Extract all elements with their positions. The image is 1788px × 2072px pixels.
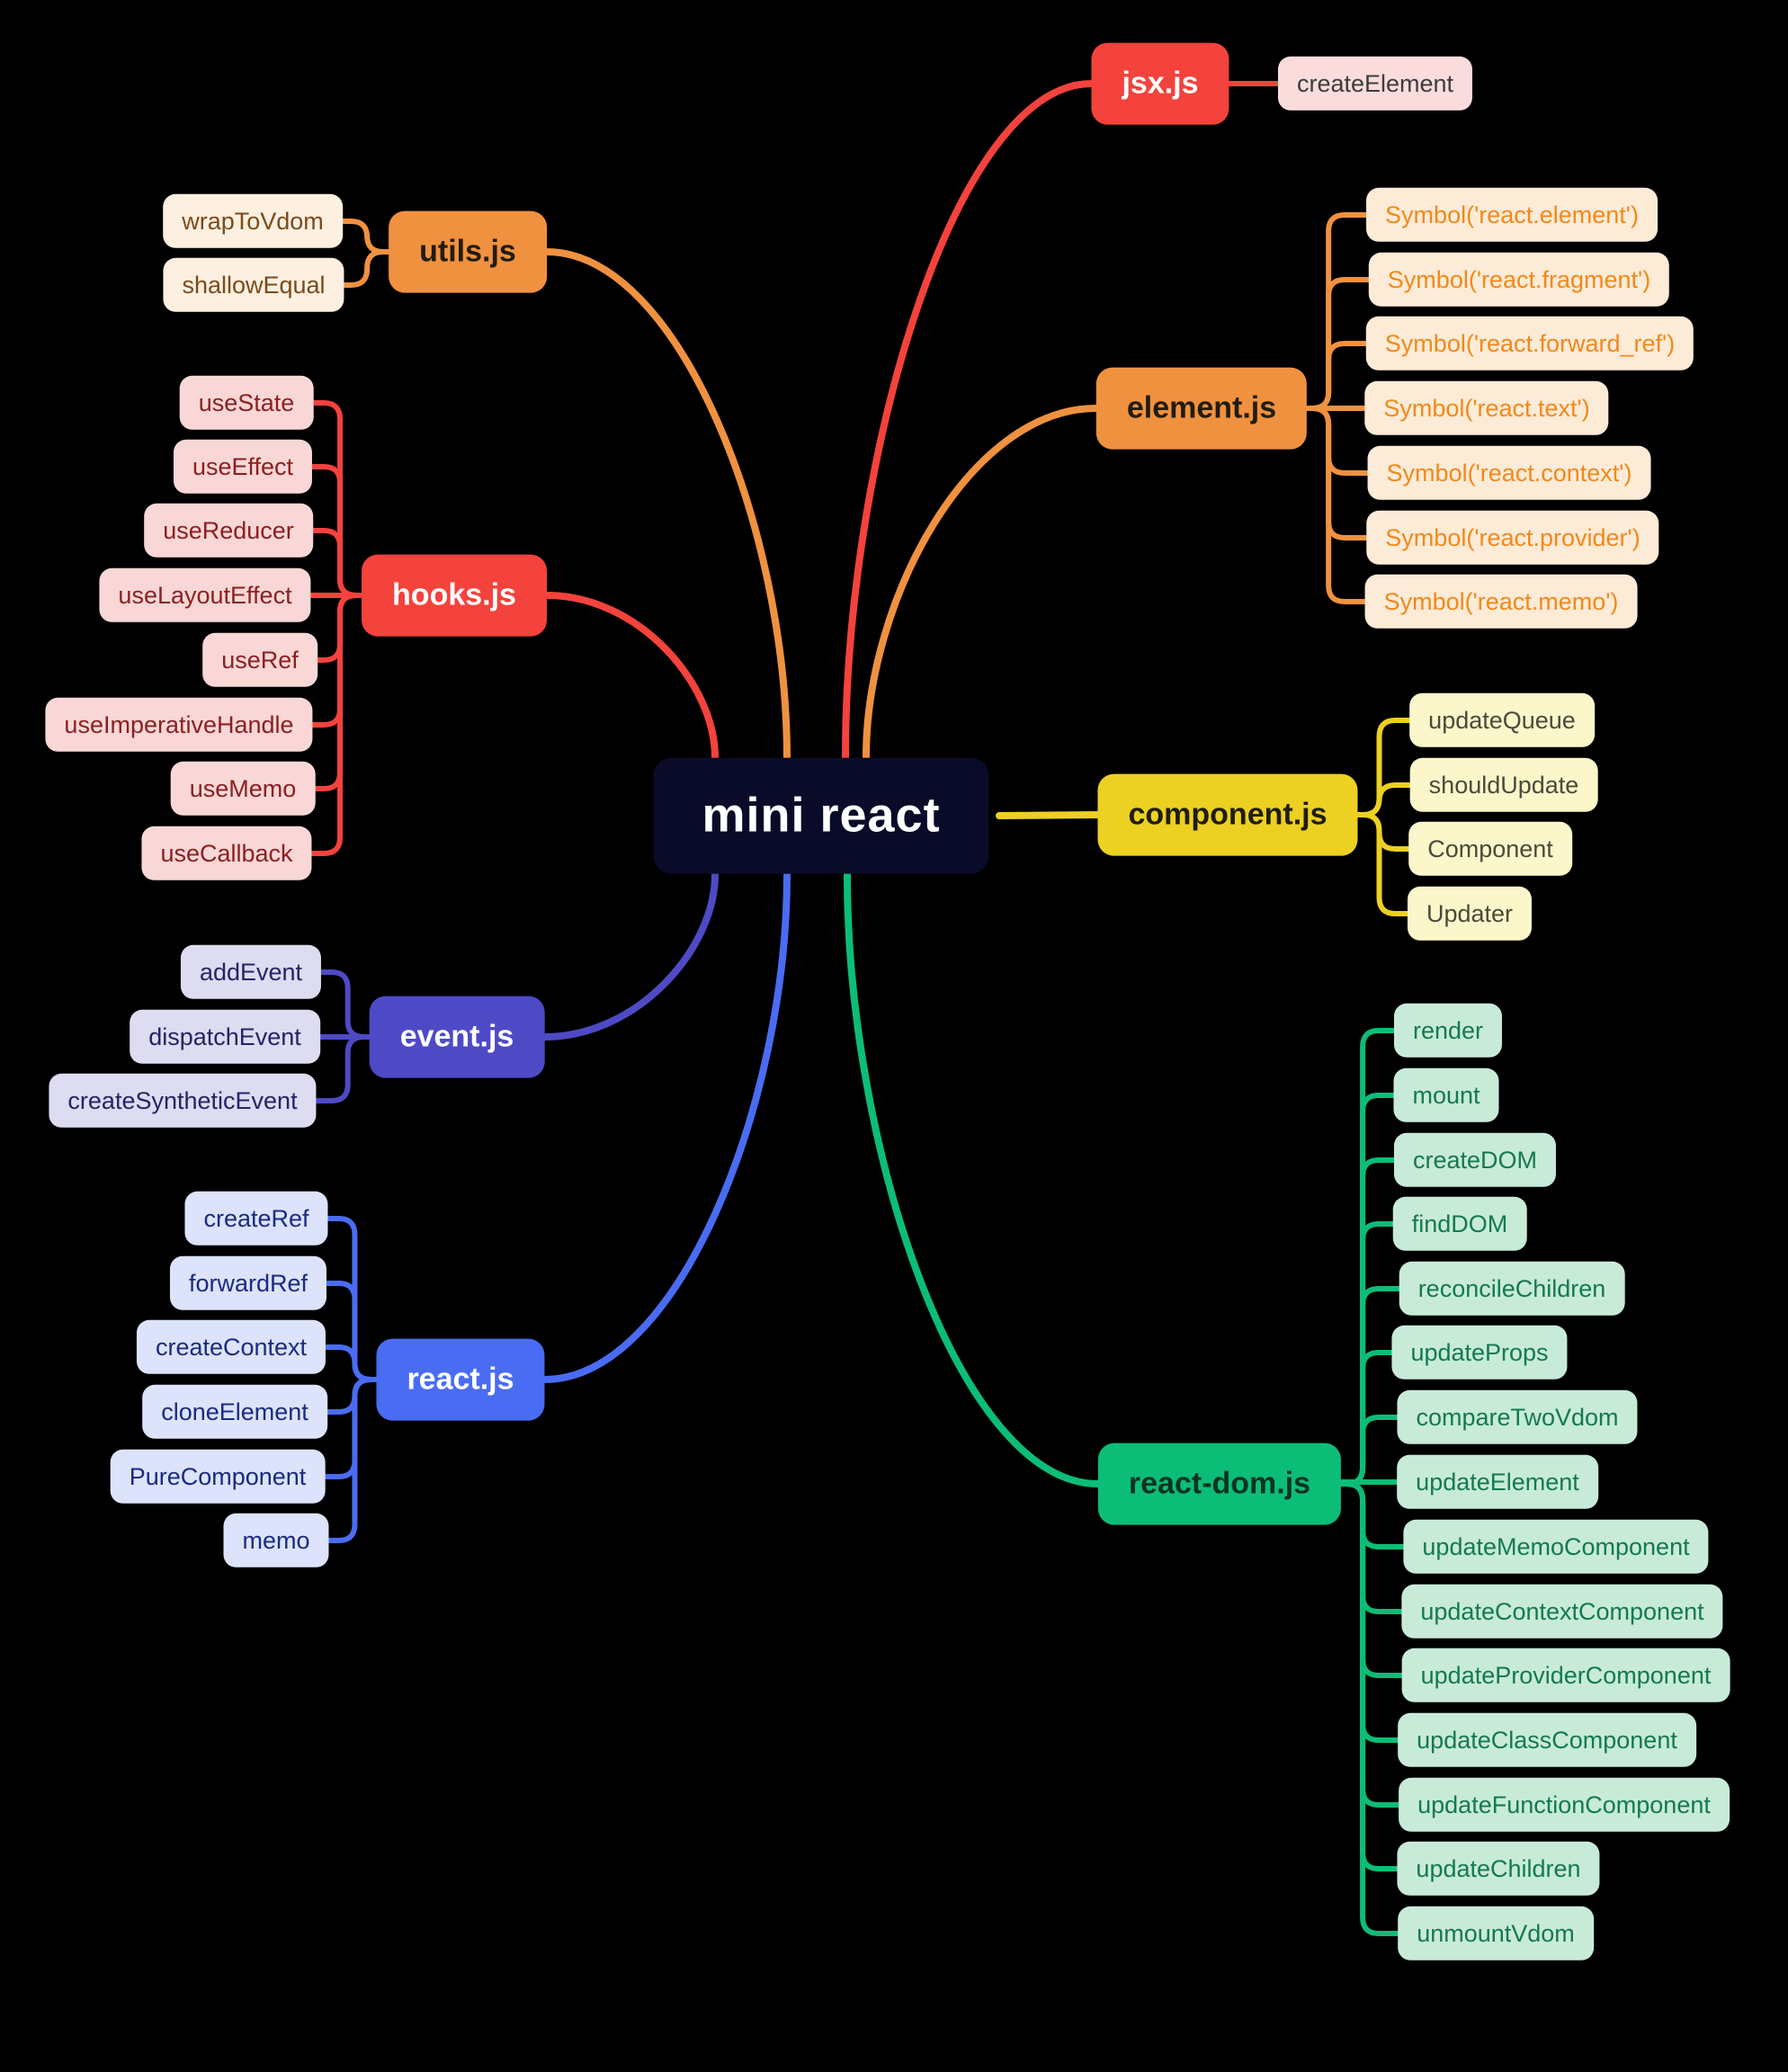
branch-node-react-js[interactable]: react.js [376,1338,545,1421]
connector [1354,812,1410,916]
child-node-cloneelement[interactable]: cloneElement [142,1384,327,1440]
child-node-updateprovidercomponent[interactable]: updateProviderComponent [1401,1648,1730,1703]
connector [318,969,372,1040]
connector [326,1377,380,1543]
connector [1338,1157,1397,1487]
connector [1354,782,1413,817]
connector [1338,1481,1402,1808]
child-node-shallowequal[interactable]: shallowEqual [163,257,344,313]
child-node-useimperativehandle[interactable]: useImperativeHandle [45,697,313,753]
connector [1304,406,1371,476]
connector [1338,1415,1400,1487]
connector [1338,1286,1402,1487]
connector [996,811,1102,819]
child-node-symbol-react-memo[interactable]: Symbol('react.memo') [1364,574,1638,630]
connector [1304,212,1370,411]
branch-node-utils-js[interactable]: utils.js [389,210,547,293]
branch-node-react-dom-js[interactable]: react-dom.js [1097,1442,1342,1525]
child-node-useeffect[interactable]: useEffect [173,439,313,495]
connector [863,405,1100,761]
child-node-addevent[interactable]: addEvent [180,944,322,1000]
connector [1354,812,1412,852]
child-node-wraptovdom[interactable]: wrapToVdom [163,193,343,249]
child-node-purecomponent[interactable]: PureComponent [110,1449,326,1505]
child-node-createsyntheticevent[interactable]: createSyntheticEvent [49,1073,317,1129]
child-node-forwardref[interactable]: forwardRef [169,1255,327,1311]
child-node-updateelement[interactable]: updateElement [1397,1454,1598,1510]
connector [542,592,719,761]
child-node-symbol-react-fragment[interactable]: Symbol('react.fragment') [1368,252,1670,308]
child-node-updateclasscomponent[interactable]: updateClassComponent [1398,1712,1696,1768]
connector [341,249,392,288]
child-node-usestate[interactable]: useState [179,375,314,431]
connector [1338,1481,1407,1550]
connector [339,219,392,255]
child-node-component[interactable]: Component [1408,821,1572,877]
child-node-createref[interactable]: createRef [184,1191,328,1246]
connector [324,1377,380,1415]
connector [324,1281,380,1382]
child-node-uselayouteffect[interactable]: useLayoutEffect [99,567,311,623]
child-node-createcontext[interactable]: createContext [136,1319,326,1375]
child-node-finddom[interactable]: findDOM [1392,1196,1527,1252]
connector [542,248,791,761]
child-node-createdom[interactable]: createDOM [1393,1132,1557,1188]
center-node[interactable]: mini react [653,757,989,874]
child-node-render[interactable]: render [1393,1003,1503,1058]
child-node-mount[interactable]: mount [1393,1067,1499,1123]
connector [313,1034,372,1103]
child-node-updatememocomponent[interactable]: updateMemoComponent [1403,1519,1709,1575]
connector [844,871,1102,1487]
child-node-symbol-react-text[interactable]: Symbol('react.text') [1364,380,1609,436]
branch-node-component-js[interactable]: component.js [1097,773,1358,856]
child-node-reconcilechildren[interactable]: reconcileChildren [1399,1261,1625,1317]
connector [308,593,365,856]
connector [842,80,1095,761]
child-node-usecallback[interactable]: useCallback [141,826,312,881]
connector [1304,341,1369,411]
child-node-updatefunctioncomponent[interactable]: updateFunctionComponent [1399,1777,1730,1833]
connector [323,1344,380,1382]
child-node-symbol-react-provider[interactable]: Symbol('react.provider') [1366,510,1659,566]
child-node-symbol-react-context[interactable]: Symbol('react.context') [1367,445,1651,501]
branch-node-hooks-js[interactable]: hooks.js [362,554,547,637]
connector [309,528,365,598]
child-node-unmountvdom[interactable]: unmountVdom [1398,1906,1594,1961]
child-node-comparetwovdom[interactable]: compareTwoVdom [1397,1389,1638,1445]
connector [1338,1481,1401,1936]
connector [541,871,719,1040]
child-node-memo[interactable]: memo [223,1513,329,1568]
child-node-updateprops[interactable]: updateProps [1391,1325,1568,1380]
child-node-updater[interactable]: Updater [1407,886,1533,942]
branch-node-event-js[interactable]: event.js [369,996,545,1078]
child-node-shouldupdate[interactable]: shouldUpdate [1409,757,1598,813]
child-node-createelement[interactable]: createElement [1277,56,1473,112]
child-node-updatechildren[interactable]: updateChildren [1397,1841,1600,1897]
child-node-symbol-react-element[interactable]: Symbol('react.element') [1366,187,1658,243]
child-node-updatecontextcomponent[interactable]: updateContextComponent [1401,1584,1723,1639]
child-node-usememo[interactable]: useMemo [170,761,316,817]
child-node-useref[interactable]: useRef [202,632,317,688]
child-node-dispatchevent[interactable]: dispatchEvent [130,1009,320,1065]
child-node-usereducer[interactable]: useReducer [144,503,313,558]
connector [1354,718,1413,817]
child-node-updatequeue[interactable]: updateQueue [1409,692,1595,748]
branch-node-jsx-js[interactable]: jsx.js [1091,42,1229,125]
connector [1338,1481,1405,1678]
connector [322,1377,380,1479]
connector [541,871,791,1383]
child-node-symbol-react-forward-ref[interactable]: Symbol('react.forward_ref') [1365,316,1694,371]
branch-node-element-js[interactable]: element.js [1095,367,1308,450]
connector [1304,406,1368,604]
